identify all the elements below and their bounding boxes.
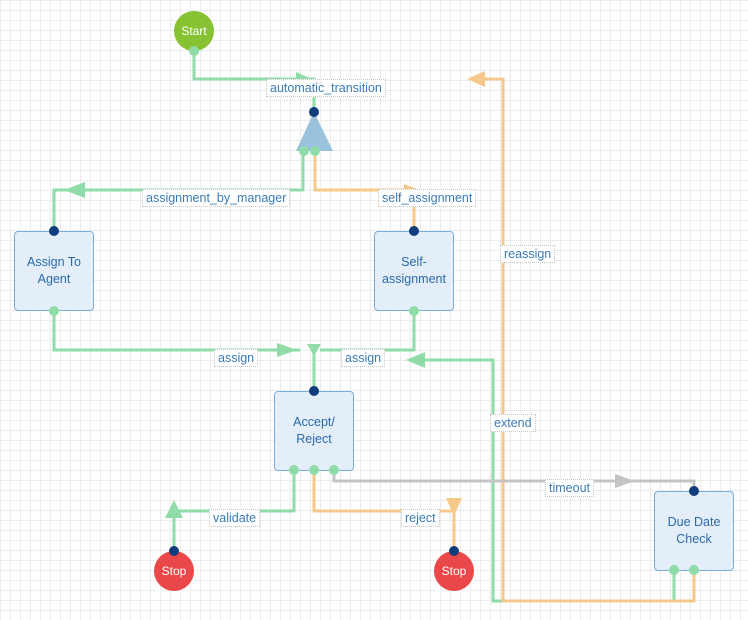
- label-assignment-by-manager[interactable]: assignment_by_manager: [142, 189, 291, 207]
- start-label: Start: [181, 24, 207, 38]
- edge-self-assignment[interactable]: [313, 151, 416, 228]
- accept-reject-output-port-timeout[interactable]: [329, 465, 339, 475]
- accept-reject-output-port-validate[interactable]: [289, 465, 299, 475]
- accept-reject-node[interactable]: Accept/ Reject: [274, 391, 354, 471]
- self-assignment-node[interactable]: Self-assignment: [374, 231, 454, 311]
- assign-to-agent-input-port[interactable]: [49, 226, 59, 236]
- gateway-output-port-left[interactable]: [299, 146, 309, 156]
- edge-timeout-entry: [628, 479, 696, 488]
- arrowhead-extend: [406, 352, 425, 368]
- stop-label-left: Stop: [161, 564, 187, 578]
- label-assign-right[interactable]: assign: [341, 349, 386, 367]
- accept-reject-output-port-reject[interactable]: [309, 465, 319, 475]
- start-output-port[interactable]: [189, 46, 199, 56]
- edge-reassign[interactable]: [472, 77, 696, 603]
- accept-reject-label: Accept/ Reject: [293, 415, 335, 446]
- arrowhead-timeout: [615, 474, 635, 488]
- arrowhead-reassign: [467, 71, 485, 87]
- label-automatic-transition[interactable]: automatic_transition: [266, 79, 386, 97]
- arrowhead-assign-left: [277, 343, 297, 357]
- edge-extend[interactable]: [410, 358, 676, 603]
- stop-node-right[interactable]: Stop: [434, 551, 474, 591]
- label-reassign[interactable]: reassign: [500, 245, 556, 263]
- gateway-triangle[interactable]: [296, 112, 333, 151]
- label-timeout[interactable]: timeout: [545, 479, 594, 497]
- edge-reject[interactable]: [312, 470, 456, 548]
- edge-assign-left[interactable]: [52, 310, 300, 352]
- stop-label-right: Stop: [441, 564, 467, 578]
- label-reject[interactable]: reject: [401, 509, 440, 527]
- arrowhead-assign-merge: [307, 344, 321, 356]
- self-assignment-output-port[interactable]: [409, 306, 419, 316]
- due-date-check-output-port-reassign[interactable]: [689, 565, 699, 575]
- due-date-check-label: Due Date Check: [667, 515, 721, 546]
- arrowhead-reject: [446, 498, 462, 516]
- label-assign-left[interactable]: assign: [214, 349, 259, 367]
- arrowhead-assignment-by-manager: [64, 182, 85, 198]
- self-assignment-label: Self-assignment: [382, 255, 446, 286]
- edge-automatic-transition[interactable]: [192, 51, 316, 124]
- accept-reject-input-port[interactable]: [309, 386, 319, 396]
- start-node[interactable]: Start: [174, 11, 214, 51]
- label-self-assignment[interactable]: self_assignment: [378, 189, 477, 207]
- due-date-check-node[interactable]: Due Date Check: [654, 491, 734, 571]
- due-date-check-output-port-extend[interactable]: [669, 565, 679, 575]
- edge-assign-right[interactable]: [320, 310, 416, 352]
- gateway-input-port[interactable]: [309, 107, 319, 117]
- gateway-output-port-right[interactable]: [310, 146, 320, 156]
- assign-to-agent-label: Assign To Agent: [27, 255, 81, 286]
- assign-to-agent-output-port[interactable]: [49, 306, 59, 316]
- arrowhead-validate: [165, 500, 183, 518]
- label-validate[interactable]: validate: [209, 509, 261, 527]
- label-extend[interactable]: extend: [490, 414, 536, 432]
- assign-to-agent-node[interactable]: Assign To Agent: [14, 231, 94, 311]
- self-assignment-input-port[interactable]: [409, 226, 419, 236]
- stop-right-input-port[interactable]: [449, 546, 459, 556]
- stop-node-left[interactable]: Stop: [154, 551, 194, 591]
- stop-left-input-port[interactable]: [169, 546, 179, 556]
- due-date-check-input-port[interactable]: [689, 486, 699, 496]
